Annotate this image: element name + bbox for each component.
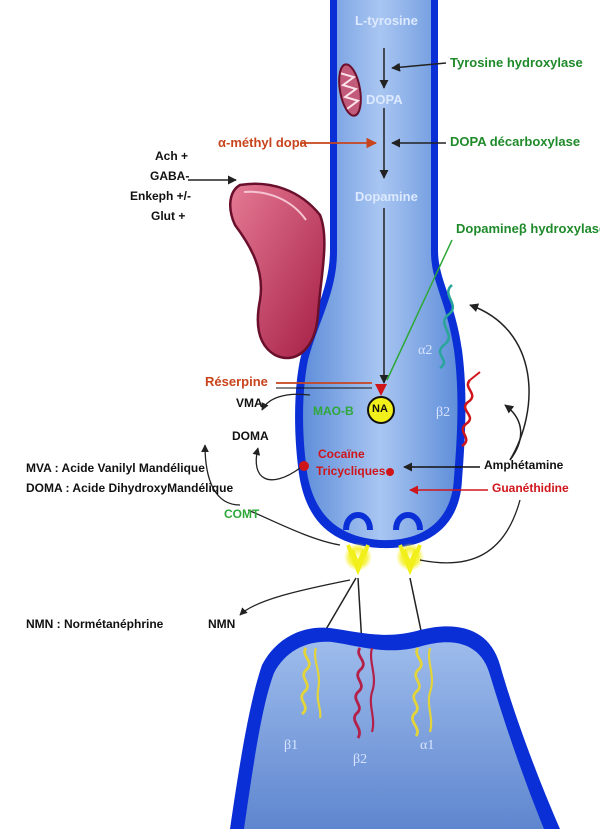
transporter-dot-left xyxy=(299,461,309,471)
pathway-dopamine: Dopamine xyxy=(355,190,418,204)
drug-guanethidine: Guanéthidine xyxy=(492,482,569,495)
dendrite-shape xyxy=(230,184,324,358)
arrow-doma-loop xyxy=(256,448,300,480)
pathway-ltyrosine: L-tyrosine xyxy=(355,14,418,28)
receptor-alpha2-pre: α2 xyxy=(418,343,432,358)
receptor-alpha1-post: α1 xyxy=(420,738,434,753)
metabolism-mao-b: MAO-B xyxy=(313,405,354,418)
legend-doma: DOMA : Acide DihydroxyMandélique xyxy=(26,482,233,495)
metabolism-doma: DOMA xyxy=(232,430,269,443)
drug-amphetamine: Amphétamine xyxy=(484,459,563,472)
metabolism-nmn: NMN xyxy=(208,618,235,631)
enzyme-tyrosine-hydroxylase: Tyrosine hydroxylase xyxy=(450,56,583,70)
arrow-amphetamine-beta2 xyxy=(505,405,521,460)
modulator-ach: Ach + xyxy=(155,150,188,163)
modulator-enkeph: Enkeph +/- xyxy=(130,190,191,203)
modulator-gaba: GABA- xyxy=(150,170,189,183)
pathway-na: NA xyxy=(372,403,388,415)
drug-reserpine: Réserpine xyxy=(205,375,268,389)
receptor-beta2-pre: β2 xyxy=(436,405,450,420)
enzyme-dopa-decarboxylase: DOPA décarboxylase xyxy=(450,135,580,149)
legend-mva: MVA : Acide Vanilyl Mandélique xyxy=(26,462,205,475)
legend-nmn: NMN : Normétanéphrine xyxy=(26,618,163,631)
modulator-glut: Glut + xyxy=(151,210,185,223)
arrow-comt-to-doma xyxy=(205,445,240,505)
beta2-pre-receptor-stem xyxy=(470,372,480,380)
transporter-dot-right xyxy=(386,468,394,476)
enzyme-dopamine-beta-hydroxylase: Dopamineβ hydroxylase xyxy=(456,222,600,236)
receptor-beta2-post: β2 xyxy=(353,752,367,767)
drug-cocaine: Cocaïne xyxy=(318,448,365,462)
metabolism-vma: VMA xyxy=(236,397,263,410)
pathway-dopa: DOPA xyxy=(366,93,403,107)
receptor-beta1-post: β1 xyxy=(284,738,298,753)
arrow-cleft-to-nmn xyxy=(240,580,350,615)
drug-alpha-methyl-dopa: α-méthyl dopa xyxy=(218,136,307,150)
drug-tricycliques: Tricycliques xyxy=(316,465,385,479)
metabolism-comt: COMT xyxy=(224,508,259,521)
